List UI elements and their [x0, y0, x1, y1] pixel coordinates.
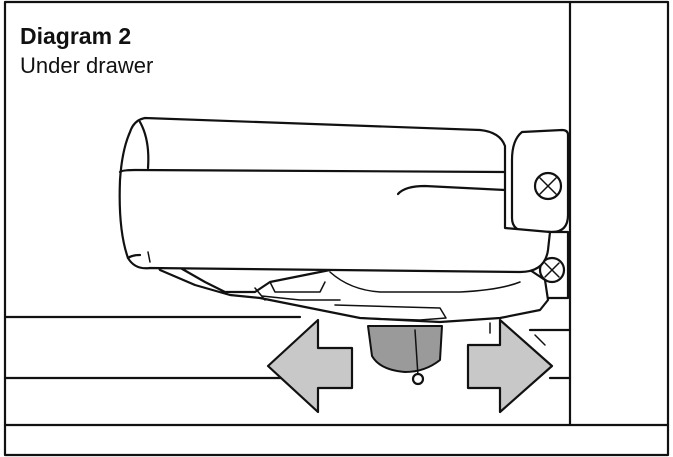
caption-subtitle: Under drawer [20, 53, 153, 78]
screw-icon [533, 171, 563, 201]
rail-stops [489, 322, 546, 346]
right-arrow-icon [466, 318, 554, 414]
screw-icon [538, 256, 566, 284]
release-lever [367, 325, 443, 386]
outer-frame [3, 0, 670, 457]
caption-title: Diagram 2 [20, 23, 131, 49]
drawer-clip-cover [118, 116, 552, 274]
left-arrow-icon [266, 318, 354, 414]
runner-rails [3, 315, 572, 380]
